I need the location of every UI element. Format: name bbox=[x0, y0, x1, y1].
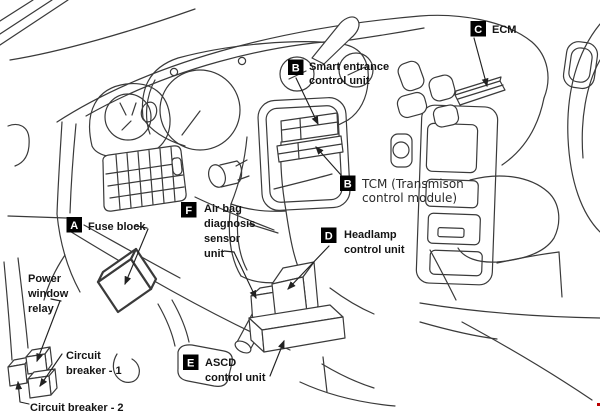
ecm-shape bbox=[454, 76, 506, 106]
leader-c bbox=[473, 37, 489, 88]
vent-slot bbox=[171, 157, 183, 176]
label-circuit-breaker-1a: Circuit bbox=[66, 350, 101, 362]
headlight-switch bbox=[88, 82, 171, 159]
speedometer-gauge bbox=[159, 69, 241, 151]
leader-relay-dash bbox=[50, 298, 62, 302]
radio-display bbox=[425, 122, 479, 174]
vent-grille bbox=[102, 145, 187, 212]
console-panel bbox=[257, 97, 351, 211]
leader-f-dash bbox=[223, 250, 235, 253]
small-gauge-left bbox=[279, 56, 315, 92]
leader-a bbox=[124, 228, 149, 286]
leader-b2 bbox=[315, 146, 342, 176]
svg-text:C: C bbox=[474, 24, 482, 36]
label-fuse-block: Fuse block bbox=[88, 221, 146, 233]
small-gauge-right bbox=[338, 52, 374, 88]
leader-a-dash bbox=[134, 225, 148, 229]
svg-text:B: B bbox=[292, 63, 300, 75]
label-headlamp-1: Headlamp bbox=[344, 229, 397, 241]
svg-text:B: B bbox=[344, 179, 352, 191]
label-power-window-relay-2: window bbox=[27, 288, 69, 300]
badge-f: F bbox=[181, 202, 197, 218]
label-power-window-relay-1: Power bbox=[28, 273, 62, 285]
svg-text:D: D bbox=[325, 231, 333, 243]
label-ascd-2: control unit bbox=[205, 372, 266, 384]
label-ecm: ECM bbox=[492, 24, 516, 36]
badge-b-smart-entrance: B bbox=[288, 59, 304, 75]
callout-texts: Fuse block Smart entrance control unit T… bbox=[27, 24, 516, 414]
windshield-pillar-lines bbox=[0, 0, 196, 167]
label-circuit-breaker-2: Circuit breaker - 2 bbox=[30, 402, 124, 414]
leader-e bbox=[269, 339, 285, 377]
badge-a: A bbox=[66, 217, 82, 233]
switch-knob bbox=[104, 93, 152, 141]
circuit-breaker-1-cube bbox=[27, 368, 58, 399]
knee-area-lines bbox=[112, 299, 233, 387]
stack-knob bbox=[392, 141, 410, 159]
leader-breaker1 bbox=[39, 353, 63, 387]
leader-breaker2 bbox=[15, 380, 30, 405]
badge-e: E bbox=[183, 354, 199, 370]
leader-b1 bbox=[295, 77, 319, 126]
leader-f bbox=[233, 251, 257, 300]
label-power-window-relay-3: relay bbox=[28, 303, 55, 315]
leader-d bbox=[287, 245, 330, 290]
speedometer-needle bbox=[181, 110, 201, 136]
label-tcm-1: TCM (Transmison bbox=[361, 177, 464, 191]
leader-lines bbox=[15, 37, 489, 405]
center-stack bbox=[390, 104, 499, 286]
label-circuit-breaker-1b: breaker - 1 bbox=[66, 365, 122, 377]
label-airbag-1: Air bag bbox=[204, 203, 242, 215]
tcm-unit-shape bbox=[276, 135, 344, 163]
letter-badges: A B B C D E F bbox=[66, 21, 486, 370]
leader-relay bbox=[36, 300, 61, 363]
label-airbag-3: sensor bbox=[204, 233, 241, 245]
label-smart-entrance-1: Smart entrance bbox=[309, 61, 389, 73]
tunnel-console-lines bbox=[299, 249, 600, 407]
fuse-block-shape bbox=[96, 247, 158, 314]
smart-entrance-unit-shape bbox=[280, 112, 339, 143]
defroster-vents bbox=[396, 60, 460, 128]
left-gauge-arc bbox=[145, 79, 156, 135]
badge-d: D bbox=[321, 227, 337, 243]
label-airbag-4: unit bbox=[204, 248, 224, 260]
svg-text:F: F bbox=[185, 205, 192, 217]
badge-b-tcm: B bbox=[340, 175, 356, 191]
label-tcm-2: control module) bbox=[362, 191, 457, 205]
label-airbag-2: diagnosis bbox=[204, 218, 255, 230]
badge-c: C bbox=[470, 21, 486, 37]
wiper-lever bbox=[311, 16, 360, 65]
stalk-knob bbox=[208, 160, 243, 188]
label-smart-entrance-2: control unit bbox=[309, 75, 370, 87]
red-mark bbox=[597, 403, 600, 406]
svg-text:E: E bbox=[187, 358, 194, 370]
svg-text:A: A bbox=[70, 220, 78, 232]
label-ascd-1: ASCD bbox=[205, 357, 236, 369]
passenger-side-lines bbox=[457, 23, 600, 263]
label-headlamp-2: control unit bbox=[344, 244, 405, 256]
